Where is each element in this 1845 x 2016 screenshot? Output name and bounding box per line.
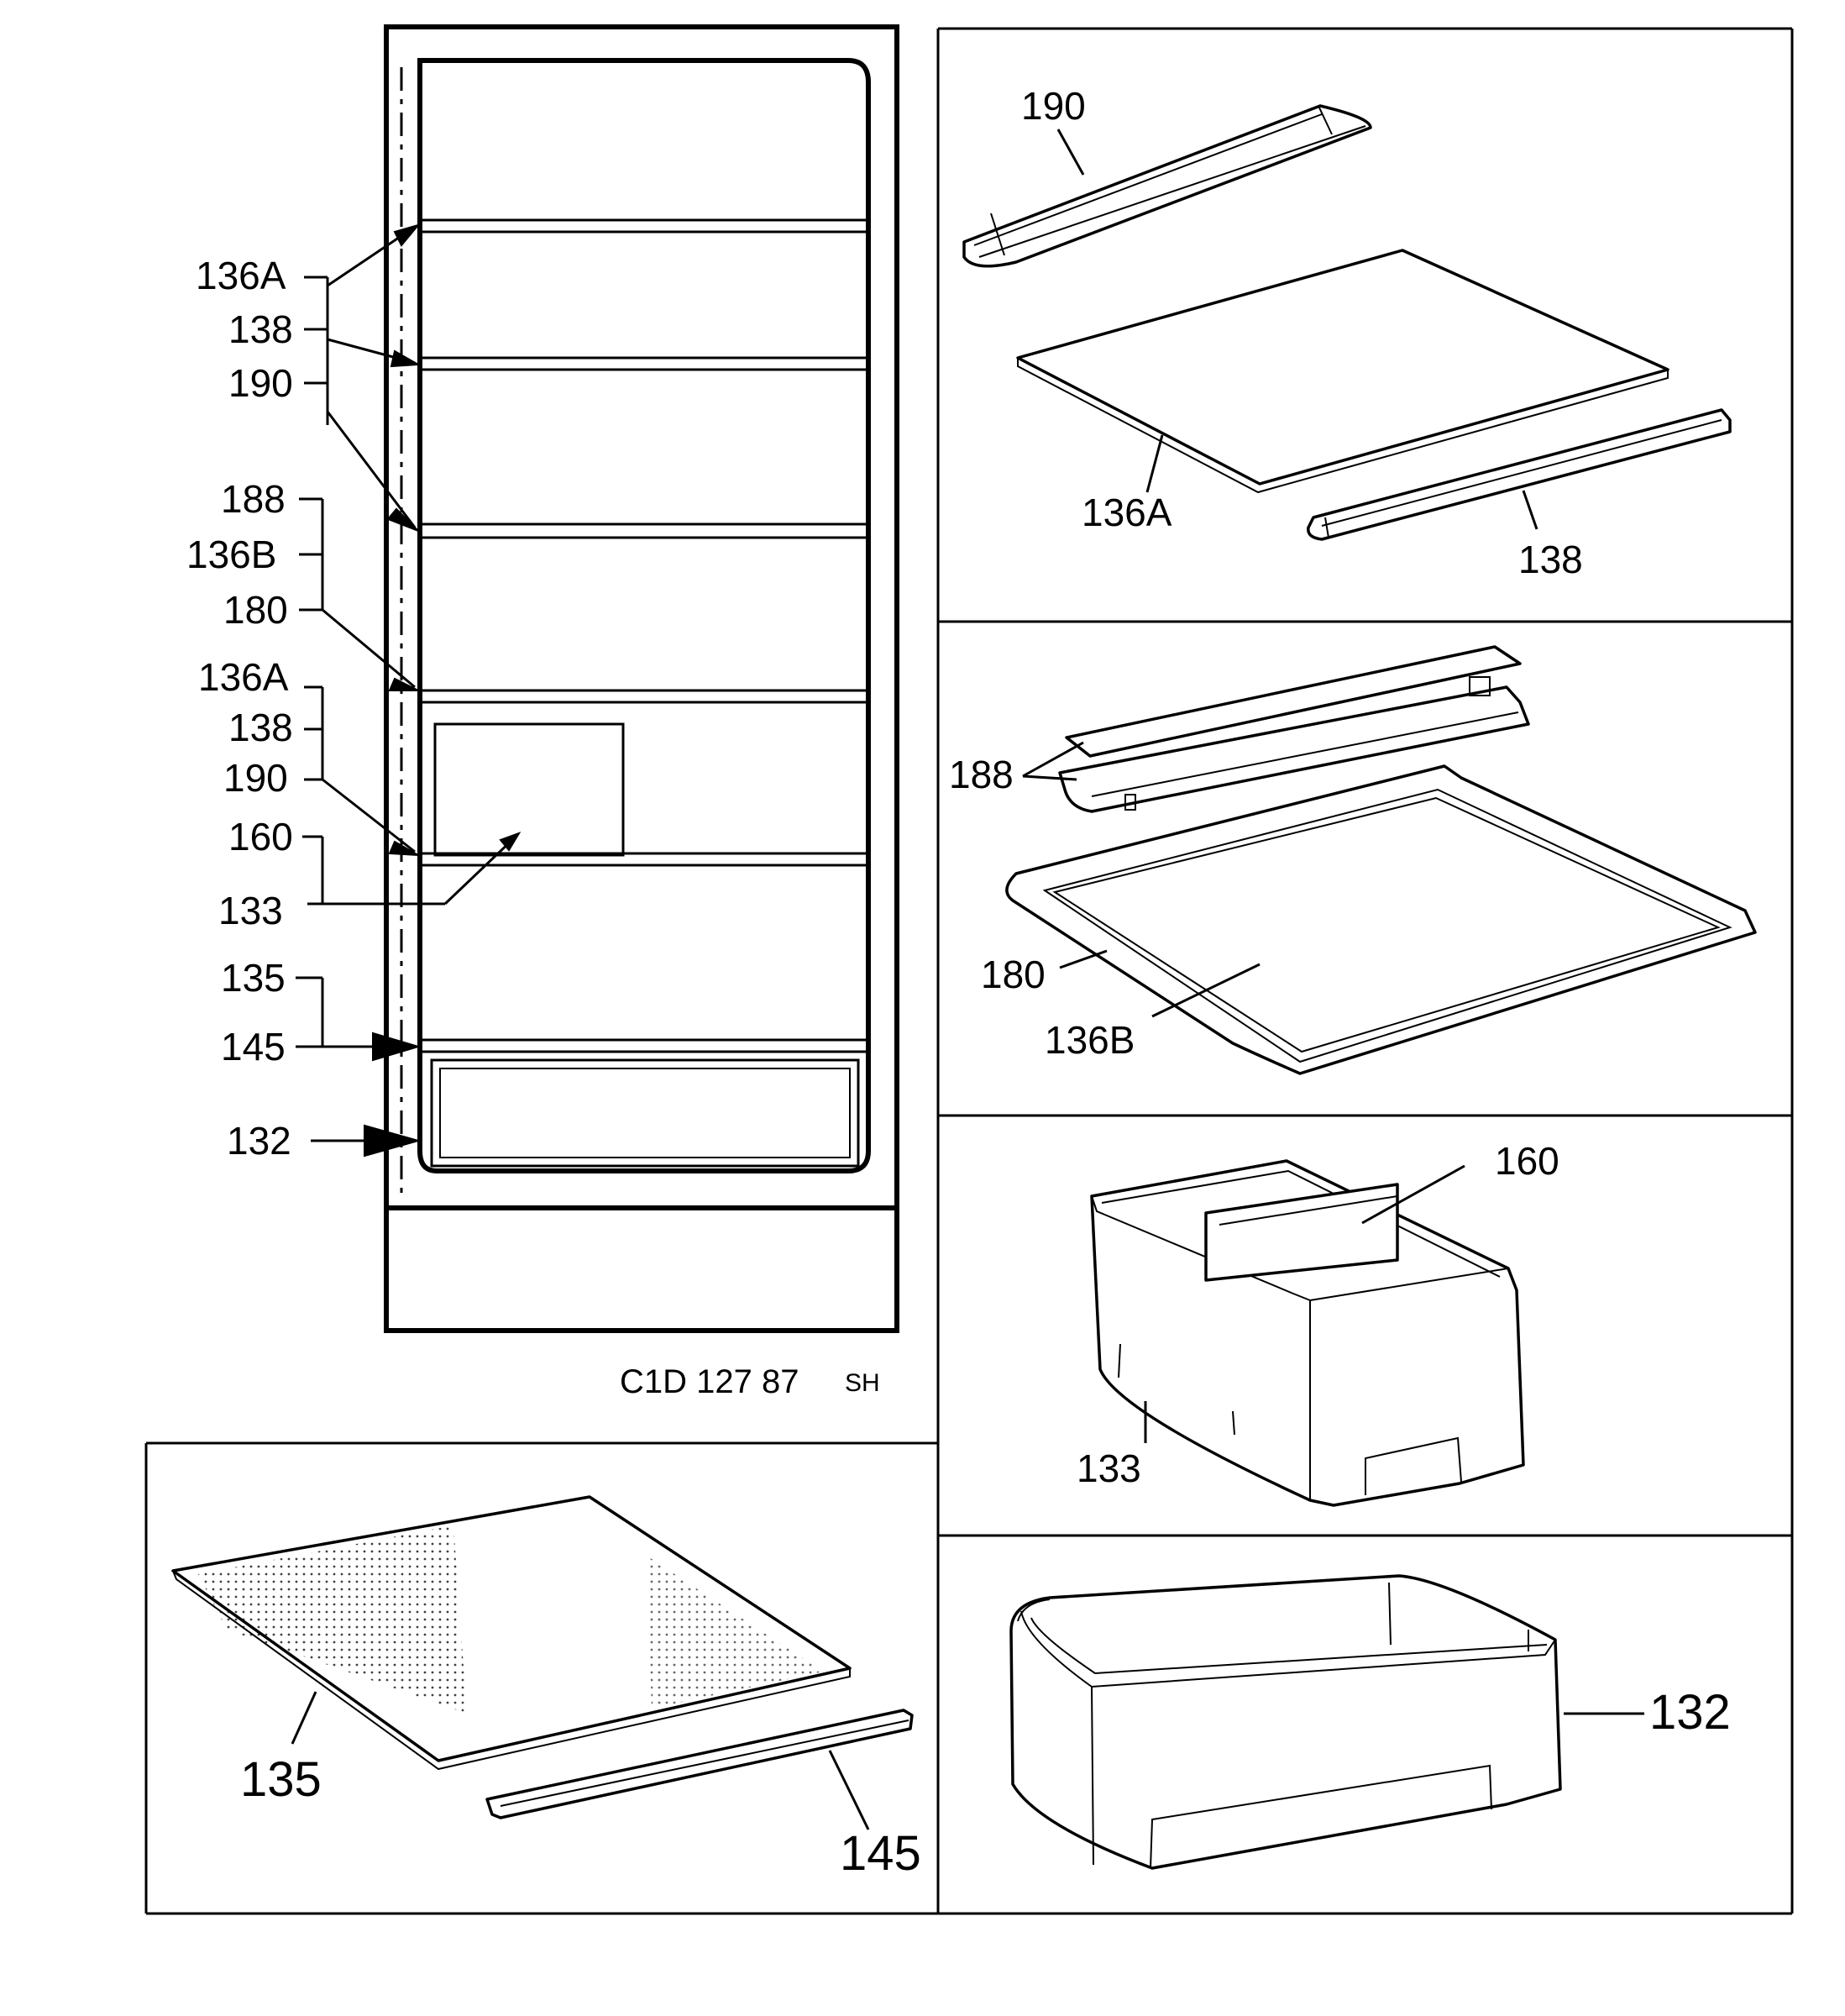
- callout-group-4: 135 145: [221, 956, 422, 1068]
- panel-frames: [144, 27, 1794, 1915]
- panel-e-label-135: 135: [240, 1752, 322, 1807]
- label-188: 188: [221, 477, 286, 521]
- panel-c-label-133: 133: [1077, 1446, 1141, 1490]
- part-190-rail: [962, 104, 1372, 268]
- cabinet-shelf-5: [420, 852, 868, 867]
- cabinet-shelf-4: [420, 689, 868, 704]
- callout-single: 132: [227, 1119, 422, 1163]
- panel-shelf-b: 188 180 136B: [949, 645, 1757, 1075]
- label-145: 145: [221, 1025, 286, 1068]
- label-190-2: 190: [223, 756, 288, 800]
- cabinet-crisper: [430, 1058, 860, 1168]
- panel-a-label-190: 190: [1021, 84, 1086, 128]
- label-136A-2: 136A: [198, 655, 289, 699]
- label-136A: 136A: [196, 254, 286, 297]
- label-132: 132: [227, 1119, 291, 1163]
- panel-b-label-180: 180: [981, 953, 1046, 996]
- cabinet-small-bin: [433, 722, 625, 857]
- part-188-clips: [1058, 645, 1530, 813]
- panel-a-label-136A: 136A: [1082, 491, 1172, 534]
- panel-crisper: 132: [1009, 1574, 1731, 1870]
- callout-group-3: 136A 138 190 160 133: [198, 655, 522, 932]
- panel-b-label-136B: 136B: [1045, 1018, 1135, 1062]
- drawing-code: C1D 127 87: [620, 1363, 799, 1400]
- cabinet-shelf-2: [420, 356, 868, 371]
- panel-bottom-shelf: 135 145: [171, 1495, 921, 1881]
- drawing-suffix: SH: [845, 1369, 880, 1397]
- cabinet-shelf-1: [420, 218, 868, 234]
- panel-shelf-a: 190 136A 138: [962, 84, 1732, 581]
- label-190: 190: [228, 361, 293, 405]
- panel-d-label-132: 132: [1649, 1685, 1731, 1740]
- part-135-glass: [171, 1495, 852, 1771]
- part-132-crisper: [1009, 1574, 1562, 1870]
- panel-e-label-145: 145: [840, 1826, 921, 1881]
- label-135: 135: [221, 956, 286, 1000]
- panel-a-label-138: 138: [1518, 538, 1583, 581]
- label-136B: 136B: [186, 533, 276, 576]
- callout-group-2: 188 136B 180: [186, 477, 419, 691]
- cabinet-shelf-3: [420, 522, 868, 539]
- panel-bin: 160 133: [1077, 1139, 1559, 1507]
- panel-b-label-188: 188: [949, 753, 1014, 796]
- label-180: 180: [223, 588, 288, 632]
- part-160-divider: [1204, 1183, 1399, 1282]
- label-138-2: 138: [228, 706, 293, 749]
- callout-group-1: 136A 138 190: [196, 223, 422, 532]
- refrigerator-cabinet: [384, 24, 899, 1333]
- part-133-bin: [1090, 1159, 1525, 1507]
- panel-c-label-160: 160: [1495, 1139, 1559, 1183]
- label-160: 160: [228, 815, 293, 858]
- label-138: 138: [228, 307, 293, 351]
- part-145-trim: [485, 1709, 914, 1819]
- cabinet-shelf-6: [420, 1038, 868, 1053]
- label-133: 133: [218, 889, 283, 932]
- part-138-trim: [1307, 408, 1732, 541]
